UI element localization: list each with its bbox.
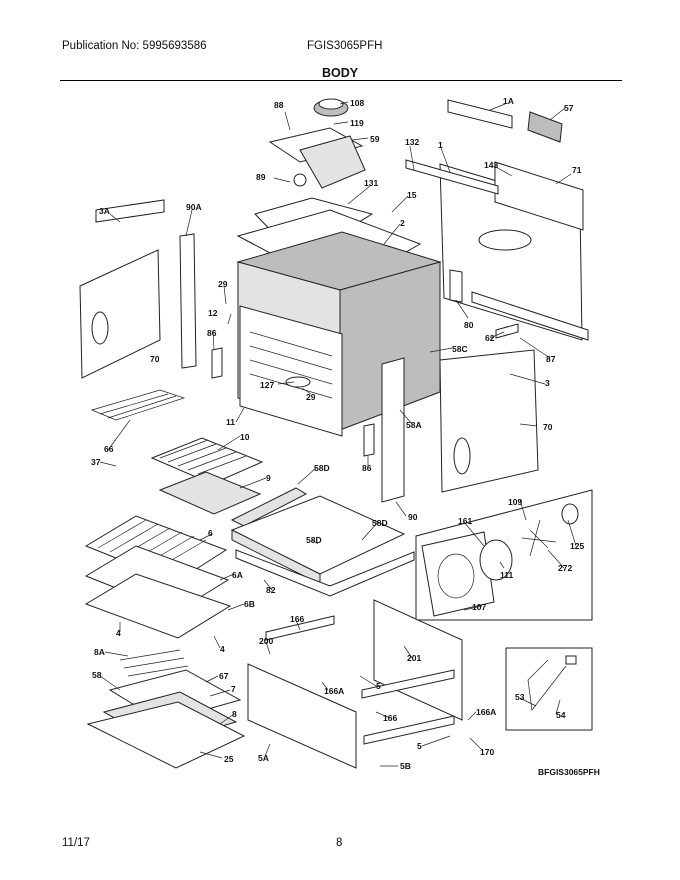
label-125: 125 [570, 541, 584, 551]
label-2: 2 [400, 218, 405, 228]
label-59: 59 [370, 134, 380, 144]
label-58D-right: 58D [372, 518, 388, 528]
label-166-lower: 166 [383, 713, 397, 723]
label-3: 3 [545, 378, 550, 388]
label-29-upper: 29 [218, 279, 228, 289]
label-15: 15 [407, 190, 417, 200]
label-88: 88 [274, 100, 284, 110]
label-3A: 3A [99, 206, 110, 216]
label-6B: 6B [244, 599, 255, 609]
label-5A: 5A [258, 753, 269, 763]
label-37: 37 [91, 457, 101, 467]
oven-cavity [236, 231, 442, 503]
label-58D-middle: 58D [306, 535, 322, 545]
label-54: 54 [556, 710, 566, 720]
label-111: 111 [500, 570, 514, 580]
label-131: 131 [364, 178, 378, 188]
drawing-code: BFGIS3065PFH [538, 767, 600, 777]
label-90A: 90A [186, 202, 202, 212]
label-5B: 5B [400, 761, 411, 771]
right-side-panel [439, 349, 539, 493]
left-side-panels [79, 199, 223, 379]
label-86-lower: 86 [362, 463, 372, 473]
label-170: 170 [480, 747, 494, 757]
label-62: 62 [485, 333, 495, 343]
model-number: FGIS3065PFH [307, 40, 383, 52]
label-89: 89 [256, 172, 266, 182]
label-58C: 58C [452, 344, 468, 354]
label-87: 87 [546, 354, 556, 364]
label-12: 12 [208, 308, 218, 318]
label-5-lower: 5 [417, 741, 422, 751]
header-rule [60, 80, 622, 81]
part-labels: 88 108 119 59 1A 57 132 1 143 71 89 131 … [91, 96, 584, 771]
label-166-upper: 166 [290, 614, 304, 624]
label-161: 161 [458, 516, 472, 526]
footer-date: 11/17 [62, 837, 90, 849]
oven-racks [84, 515, 232, 639]
convection-fan-inset [415, 489, 593, 621]
label-6A: 6A [232, 570, 243, 580]
label-7: 7 [231, 684, 236, 694]
page-number: 8 [336, 837, 343, 849]
label-272: 272 [558, 563, 572, 573]
label-66: 66 [104, 444, 114, 454]
bake-element [90, 389, 186, 421]
label-200: 200 [259, 636, 273, 646]
wiring-inset [505, 647, 593, 731]
label-53: 53 [515, 692, 525, 702]
label-166A-left: 166A [324, 686, 344, 696]
label-70-right: 70 [543, 422, 553, 432]
broiler-pan [150, 437, 264, 515]
label-127: 127 [260, 380, 274, 390]
label-4-right: 4 [220, 644, 225, 654]
label-143: 143 [484, 160, 498, 170]
label-166A-right: 166A [476, 707, 496, 717]
label-10: 10 [240, 432, 250, 442]
bottom-frame [230, 487, 415, 597]
warmer-drawer-assembly [86, 599, 463, 769]
label-1A: 1A [503, 96, 514, 106]
label-6: 6 [208, 528, 213, 538]
label-4-left: 4 [116, 628, 121, 638]
label-9: 9 [266, 473, 271, 483]
label-5-upper: 5 [376, 681, 381, 691]
label-8: 8 [232, 709, 237, 719]
label-29-lower: 29 [306, 392, 316, 402]
label-80: 80 [464, 320, 474, 330]
label-8A: 8A [94, 647, 105, 657]
label-108: 108 [350, 98, 364, 108]
label-25: 25 [224, 754, 234, 764]
label-86-upper: 86 [207, 328, 217, 338]
label-82: 82 [266, 585, 276, 595]
label-119: 119 [350, 118, 364, 128]
label-201: 201 [407, 653, 421, 663]
label-132: 132 [405, 137, 419, 147]
label-107: 107 [472, 602, 486, 612]
section-title: BODY [321, 66, 359, 80]
label-67: 67 [219, 671, 229, 681]
label-58D-upper: 58D [314, 463, 330, 473]
label-58A: 58A [406, 420, 422, 430]
label-90: 90 [408, 512, 418, 522]
rear-panel-assembly [405, 99, 589, 341]
label-70-left: 70 [150, 354, 160, 364]
label-57: 57 [564, 103, 574, 113]
label-11: 11 [226, 417, 235, 427]
label-58: 58 [92, 670, 102, 680]
publication-number: Publication No: 5995693586 [62, 40, 207, 52]
label-71: 71 [572, 165, 582, 175]
label-109: 109 [508, 497, 522, 507]
leader-lines [99, 101, 577, 767]
label-1: 1 [438, 140, 443, 150]
